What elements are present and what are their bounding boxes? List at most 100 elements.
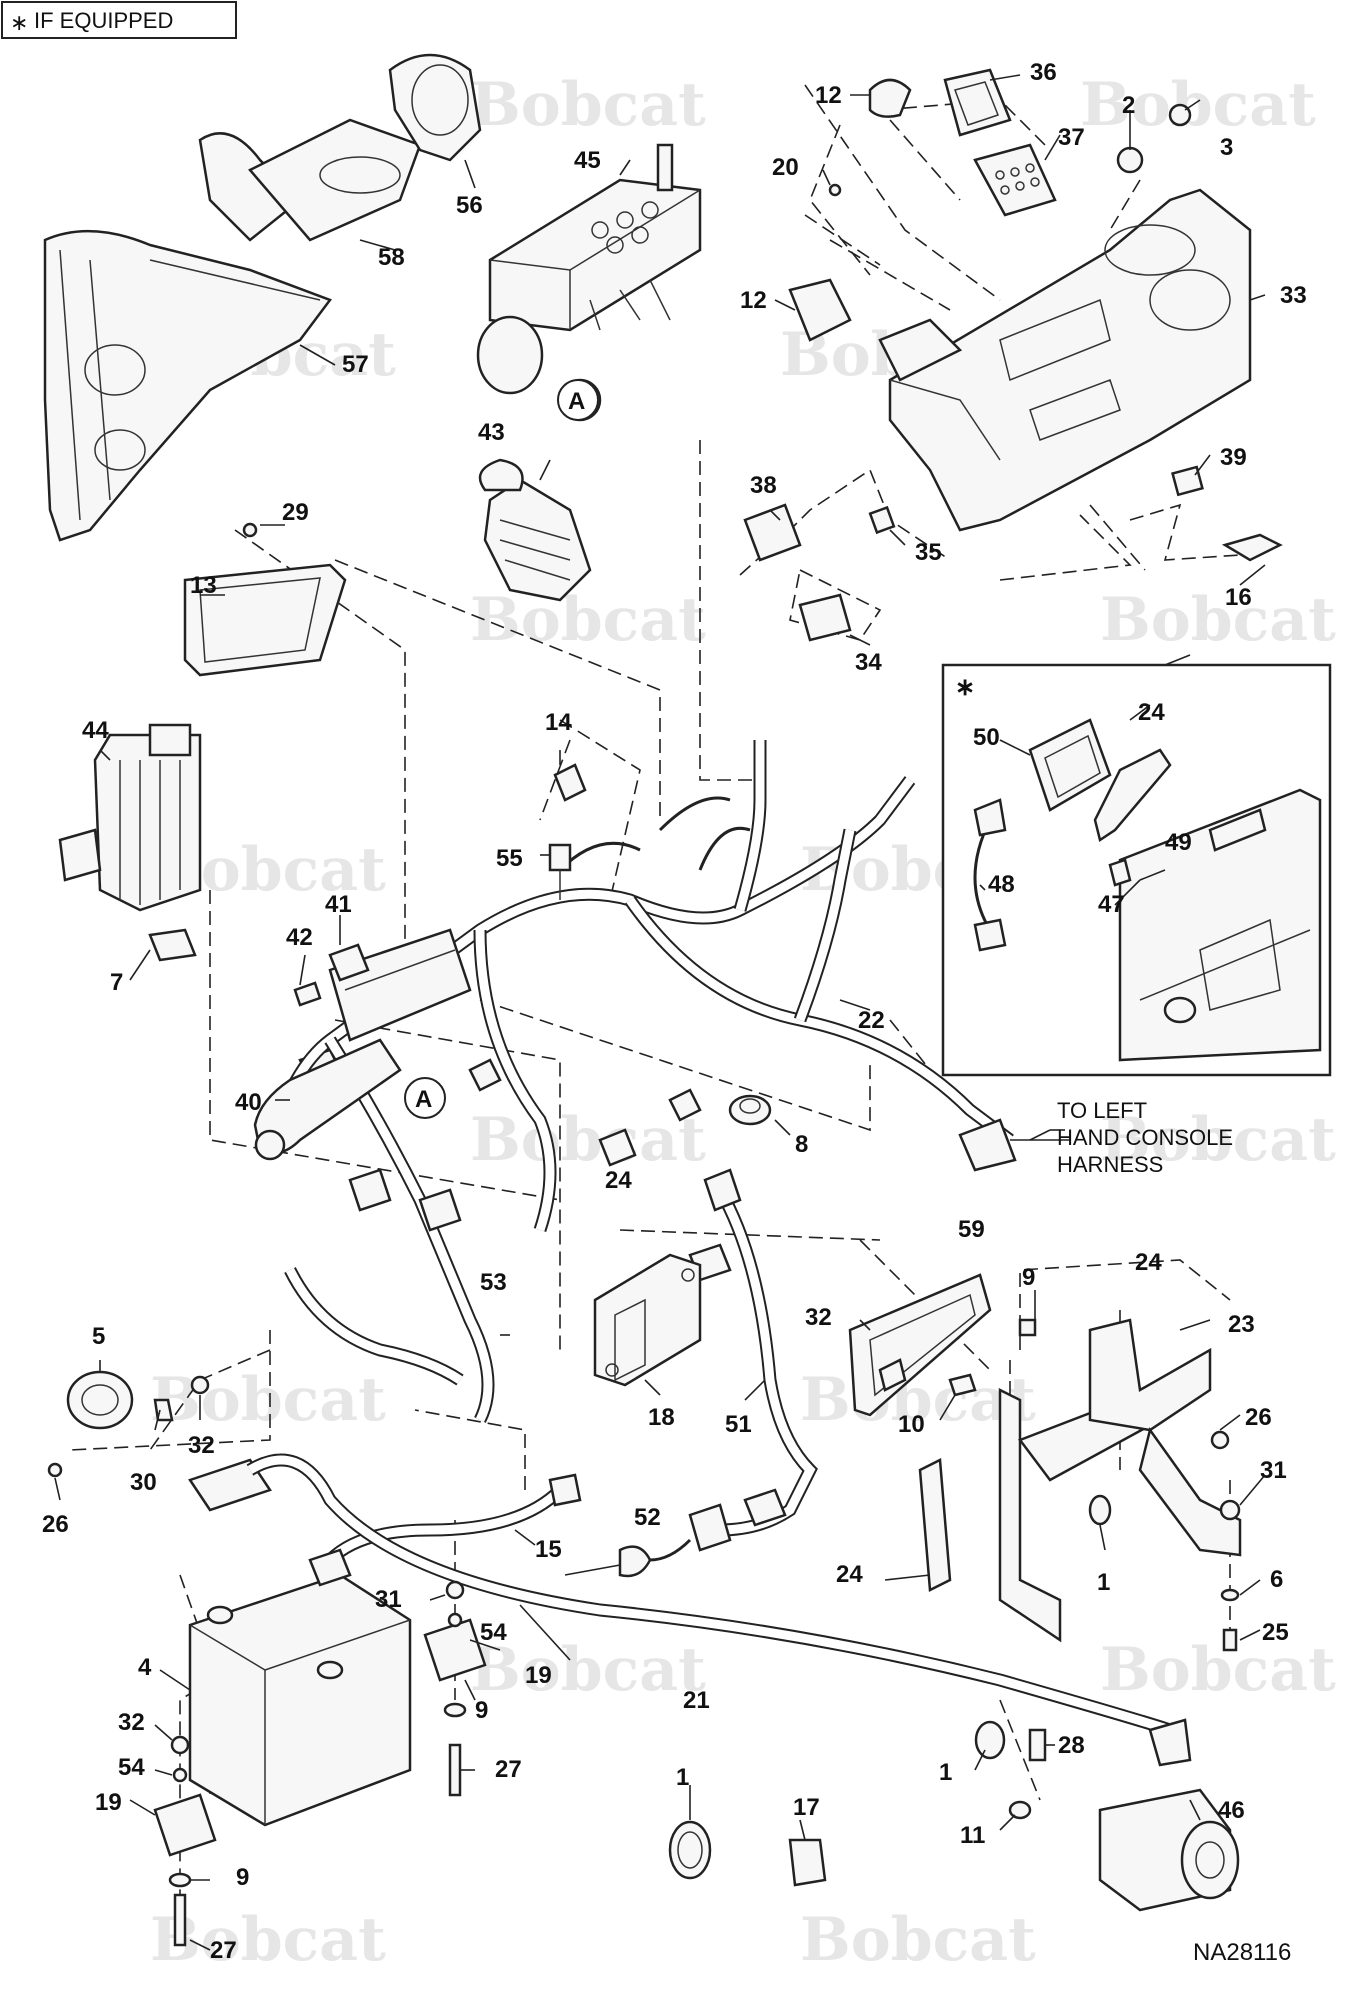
callout-32: 32 bbox=[805, 1304, 832, 1331]
callout-26: 26 bbox=[42, 1511, 69, 1538]
callout-34: 34 bbox=[855, 649, 882, 676]
callout-13: 13 bbox=[190, 572, 217, 599]
controller-module bbox=[593, 1253, 702, 1387]
mounting-brackets bbox=[848, 1273, 1242, 1643]
connection-markers: A A bbox=[404, 379, 599, 1119]
callout-36: 36 bbox=[1030, 59, 1057, 86]
callout-9: 9 bbox=[236, 1864, 249, 1891]
watermark: Bobcat bbox=[1100, 585, 1336, 655]
harness-note-line-3: HARNESS bbox=[1057, 1152, 1163, 1177]
callout-38: 38 bbox=[750, 472, 777, 499]
callout-25: 25 bbox=[1262, 1619, 1289, 1646]
callout-19: 19 bbox=[525, 1662, 552, 1689]
watermark: Bobcat bbox=[1100, 1105, 1336, 1175]
callout-53: 53 bbox=[480, 1269, 507, 1296]
callout-24: 24 bbox=[1135, 1249, 1162, 1276]
callout-59: 59 bbox=[958, 1216, 985, 1243]
right-console bbox=[878, 188, 1252, 532]
callout-leader-lines bbox=[54, 74, 1266, 1951]
callout-47: 47 bbox=[1098, 891, 1125, 918]
callout-29: 29 bbox=[282, 499, 309, 526]
callout-32: 32 bbox=[188, 1432, 215, 1459]
callout-56: 56 bbox=[456, 192, 483, 219]
callout-15: 15 bbox=[535, 1536, 562, 1563]
callout-1: 1 bbox=[676, 1764, 689, 1791]
callout-52: 52 bbox=[634, 1504, 661, 1531]
callout-42: 42 bbox=[286, 924, 313, 951]
callout-12: 12 bbox=[815, 82, 842, 109]
watermark: Bobcat bbox=[470, 585, 706, 655]
callout-51: 51 bbox=[725, 1411, 752, 1438]
callout-5: 5 bbox=[92, 1323, 105, 1350]
callout-12: 12 bbox=[740, 287, 767, 314]
callout-54: 54 bbox=[480, 1619, 507, 1646]
callout-31: 31 bbox=[1260, 1457, 1287, 1484]
watermark: Bobcat bbox=[1080, 70, 1316, 140]
connection-marker-a: A bbox=[568, 388, 585, 415]
bottom-hardware bbox=[668, 1358, 1241, 1912]
callout-10: 10 bbox=[898, 1411, 925, 1438]
callout-4: 4 bbox=[138, 1654, 152, 1681]
left-dash-housing bbox=[43, 53, 482, 542]
callout-14: 14 bbox=[545, 709, 572, 736]
connection-marker-a: A bbox=[415, 1086, 432, 1113]
callout-58: 58 bbox=[378, 244, 405, 271]
watermark: Bobcat bbox=[470, 70, 706, 140]
callout-30: 30 bbox=[130, 1469, 157, 1496]
callout-19: 19 bbox=[95, 1789, 122, 1816]
callout-32: 32 bbox=[118, 1709, 145, 1736]
callout-37: 37 bbox=[1058, 124, 1085, 151]
callout-45: 45 bbox=[574, 147, 601, 174]
callout-48: 48 bbox=[988, 871, 1015, 898]
callout-20: 20 bbox=[772, 154, 799, 181]
callout-24: 24 bbox=[836, 1561, 863, 1588]
watermark: Bobcat bbox=[800, 1365, 1036, 1435]
watermark: Bobcat bbox=[470, 1635, 706, 1705]
callout-41: 41 bbox=[325, 891, 352, 918]
callout-57: 57 bbox=[342, 351, 369, 378]
callout-22: 22 bbox=[858, 1007, 885, 1034]
callout-24: 24 bbox=[605, 1167, 632, 1194]
callout-3: 3 bbox=[1220, 134, 1233, 161]
callout-27: 27 bbox=[210, 1937, 237, 1964]
valve-block-and-joystick bbox=[476, 143, 702, 602]
sensor-and-bolt bbox=[548, 763, 587, 900]
callout-11: 11 bbox=[960, 1822, 985, 1849]
watermark: Bobcat bbox=[150, 1905, 386, 1975]
battery bbox=[188, 1458, 412, 1827]
watermark: Bobcat bbox=[470, 1105, 706, 1175]
callout-35: 35 bbox=[915, 539, 942, 566]
callout-17: 17 bbox=[793, 1794, 820, 1821]
sensor-harness bbox=[618, 1168, 818, 1578]
relay-and-fuse bbox=[293, 943, 370, 1007]
harness-note-line-1: TO LEFT bbox=[1057, 1098, 1147, 1123]
callout-50: 50 bbox=[973, 724, 1000, 751]
callout-43: 43 bbox=[478, 419, 505, 446]
asterisk-symbol: ∗ bbox=[10, 10, 28, 35]
callout-27: 27 bbox=[495, 1756, 522, 1783]
callout-28: 28 bbox=[1058, 1732, 1085, 1759]
if-equipped-legend: ∗ IF EQUIPPED bbox=[1, 1, 237, 39]
callout-7: 7 bbox=[110, 969, 123, 996]
callout-2: 2 bbox=[1122, 92, 1135, 119]
harness-note: TO LEFT HAND CONSOLE HARNESS bbox=[1050, 1098, 1233, 1177]
drawing-number: NA28116 bbox=[1193, 1939, 1291, 1966]
callout-46: 46 bbox=[1218, 1797, 1245, 1824]
callout-26: 26 bbox=[1245, 1404, 1272, 1431]
if-equipped-inset: ∗ bbox=[941, 663, 1332, 1077]
battery-hold-down bbox=[153, 1580, 487, 1947]
inset-marker: ∗ bbox=[955, 674, 975, 701]
callout-8: 8 bbox=[795, 1131, 808, 1158]
harness-note-line-2: HAND CONSOLE bbox=[1057, 1125, 1233, 1150]
watermark: Bobcat bbox=[150, 1365, 386, 1435]
callout-33: 33 bbox=[1280, 282, 1307, 309]
battery-cables bbox=[246, 1453, 1192, 1767]
callout-21: 21 bbox=[683, 1687, 710, 1714]
callout-9: 9 bbox=[475, 1697, 488, 1724]
callout-labels: 12 36 2 3 37 20 12 33 38 39 35 16 34 43 … bbox=[42, 59, 1307, 1964]
watermark: Bobcat bbox=[1100, 1635, 1336, 1705]
callout-55: 55 bbox=[496, 845, 523, 872]
callout-1: 1 bbox=[1097, 1569, 1110, 1596]
callout-39: 39 bbox=[1220, 444, 1247, 471]
